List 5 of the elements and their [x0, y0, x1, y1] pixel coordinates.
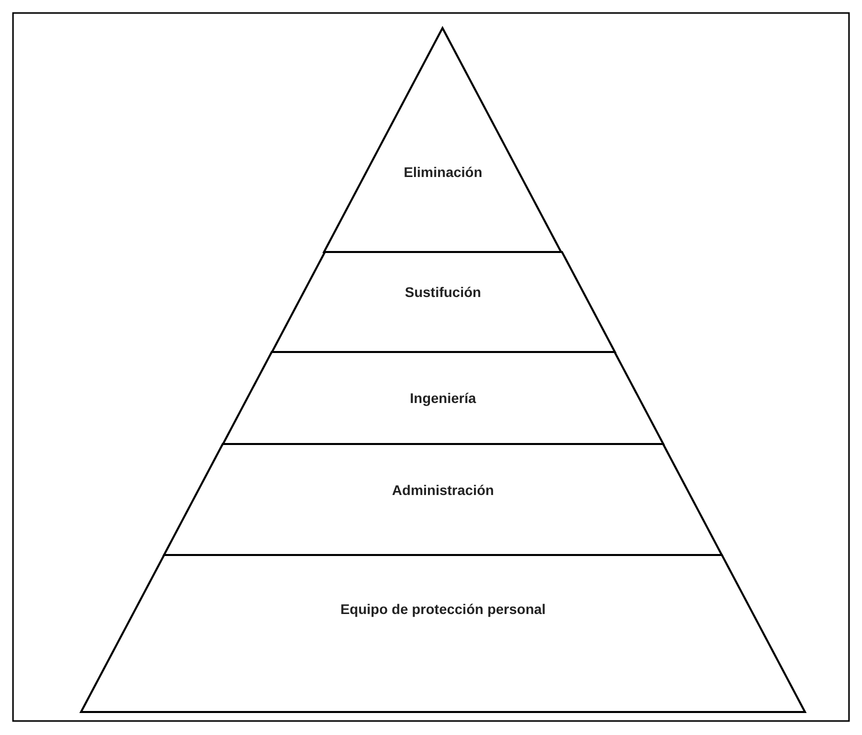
tier-label: Ingeniería [410, 390, 476, 406]
tier-label: Administración [392, 482, 494, 498]
tier-label: Sustifución [404, 284, 482, 300]
tier-label: Eliminación [404, 164, 482, 180]
tier-label: Equipo de protección personal [340, 601, 546, 617]
